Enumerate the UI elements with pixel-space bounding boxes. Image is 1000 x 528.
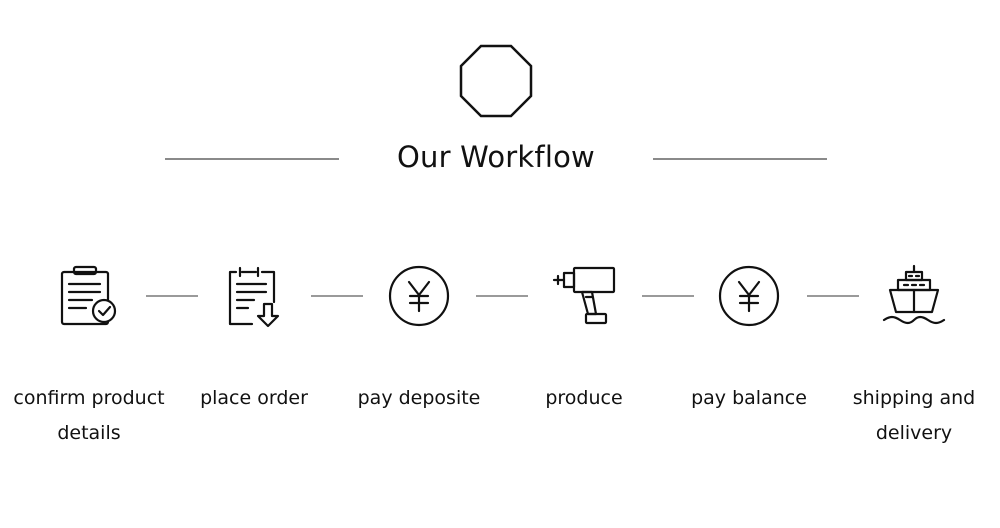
drill-icon <box>552 266 616 325</box>
ship-icon <box>882 264 946 325</box>
title-rule-right <box>653 158 827 160</box>
step-connector <box>807 295 859 297</box>
step-connector <box>642 295 694 297</box>
step-label-place-order: place order <box>200 387 308 409</box>
title-rule-left <box>165 158 339 160</box>
step-label-pay-balance: pay balance <box>691 387 807 409</box>
section-title: Our Workflow <box>397 140 595 174</box>
step-connector <box>476 295 528 297</box>
yen-circle-icon <box>388 265 450 327</box>
step-label-produce: produce <box>545 387 623 409</box>
clipboard-check-icon <box>60 265 117 326</box>
step-label-pay-deposite: pay deposite <box>357 387 481 409</box>
octagon-icon <box>459 44 533 118</box>
yen-circle-icon <box>718 265 780 327</box>
clipboard-download-icon <box>228 266 280 328</box>
step-label-confirm-product-details: confirm product details <box>13 387 165 444</box>
step-connector <box>146 295 198 297</box>
step-connector <box>311 295 363 297</box>
step-label-shipping-and-delivery: shipping and delivery <box>852 387 976 444</box>
